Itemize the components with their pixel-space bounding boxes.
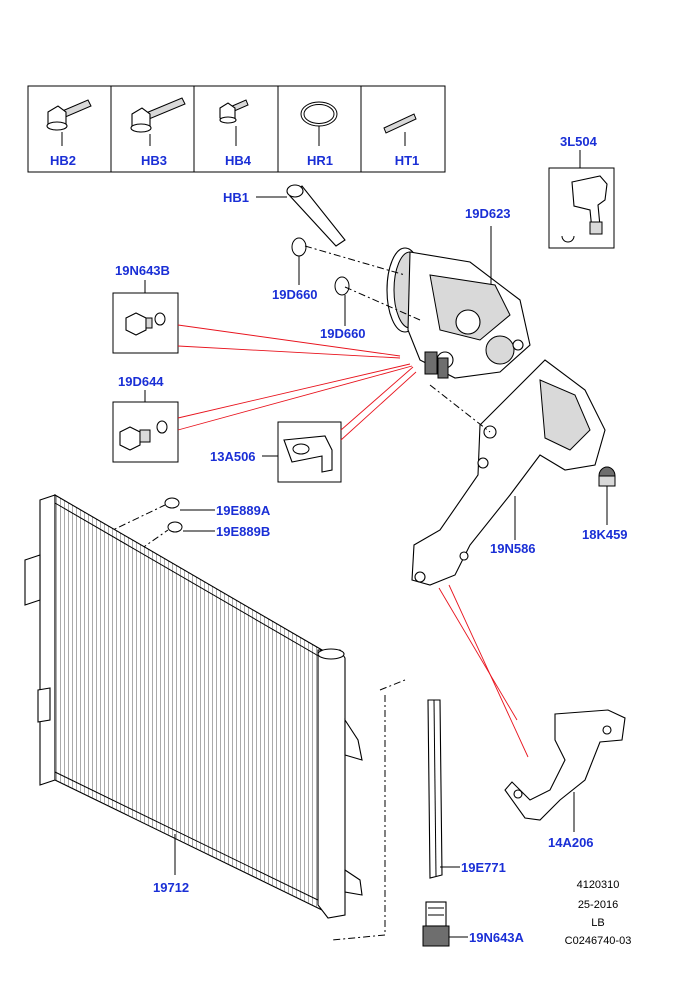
bolt-hb3-icon xyxy=(130,97,186,146)
label-hb1: HB1 xyxy=(223,190,249,205)
bracket-14a206: 14A206 xyxy=(504,709,626,850)
o-ring-19d660-lower: 19D660 xyxy=(320,276,366,341)
bolt-hb1: HB1 xyxy=(223,184,346,247)
o-ring-19d660-upper: 19D660 xyxy=(272,237,318,302)
seal-strip-19e771: 19E771 xyxy=(427,699,506,879)
ref-code: LB xyxy=(591,917,604,929)
compressor-19d623: 19D623 xyxy=(304,206,531,379)
label-19e771: 19E771 xyxy=(461,860,506,875)
o-ring-19e889b: 19E889B xyxy=(167,521,270,539)
label-19d623: 19D623 xyxy=(465,206,511,221)
fastener-label-hr1: HR1 xyxy=(307,153,333,168)
bolt-hb2-icon xyxy=(46,99,92,146)
fastener-label-hb2: HB2 xyxy=(50,153,76,168)
valve-19d644: 19D644 xyxy=(112,374,179,463)
label-14a206: 14A206 xyxy=(548,835,594,850)
red-leader-lines xyxy=(177,324,529,758)
connector-3l504: 3L504 xyxy=(548,134,615,249)
label-19n586: 19N586 xyxy=(490,541,536,556)
label-19n643a: 19N643A xyxy=(469,930,525,945)
fastener-label-hb3: HB3 xyxy=(141,153,167,168)
label-19d644: 19D644 xyxy=(118,374,164,389)
plug-19n643b: 19N643B xyxy=(112,263,179,354)
reference-block: 4120310 25-2016 LB C0246740-03 xyxy=(565,879,632,947)
plug-19n643a: 19N643A xyxy=(422,901,525,947)
bracket-19n586: 19N586 xyxy=(411,359,606,586)
ref-number: 4120310 xyxy=(577,879,620,891)
label-19d660-upper: 19D660 xyxy=(272,287,318,302)
o-ring-19e889a: 19E889A xyxy=(164,497,271,518)
bolt-hb4-icon xyxy=(219,99,249,146)
stud-ht1-icon xyxy=(383,113,417,146)
fastener-label-hb4: HB4 xyxy=(225,153,252,168)
ref-date: 25-2016 xyxy=(578,899,618,911)
label-19e889b: 19E889B xyxy=(216,524,270,539)
bracket-13a506: 13A506 xyxy=(210,421,342,483)
ref-illustration-id: C0246740-03 xyxy=(565,935,632,947)
label-19e889a: 19E889A xyxy=(216,503,271,518)
condenser-19712: 19712 xyxy=(24,494,363,919)
label-3l504: 3L504 xyxy=(560,134,598,149)
label-19712: 19712 xyxy=(153,880,189,895)
o-ring-hr1-icon xyxy=(300,101,338,146)
label-19n643b: 19N643B xyxy=(115,263,170,278)
fastener-label-ht1: HT1 xyxy=(395,153,420,168)
label-13a506: 13A506 xyxy=(210,449,256,464)
bushing-18k459: 18K459 xyxy=(582,466,628,542)
label-19d660-lower: 19D660 xyxy=(320,326,366,341)
fastener-table: HB2 HB3 HB4 HR1 HT1 xyxy=(27,85,446,173)
label-18k459: 18K459 xyxy=(582,527,628,542)
